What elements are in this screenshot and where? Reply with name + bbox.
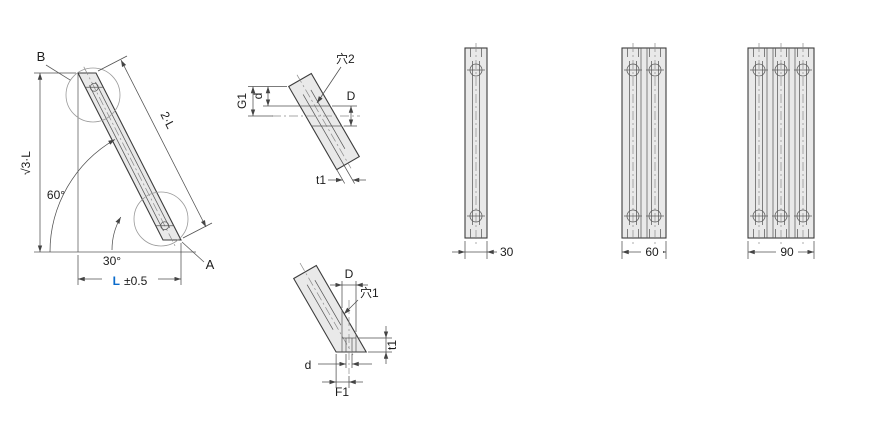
detail-view-top: G1 d D 穴2 t1 (235, 51, 366, 187)
angle-30-label: 30° (103, 254, 121, 268)
dim-d-bottom: d (305, 354, 372, 372)
leader-a (181, 241, 205, 263)
hole2-callout: 穴2 (316, 51, 355, 104)
strip-60-body (621, 47, 667, 239)
dim-f1: F1 (322, 354, 363, 399)
label-a: A (206, 257, 215, 272)
side-view-60: 60 (621, 42, 667, 259)
dim-2l-label: 2·L (157, 109, 177, 131)
angle-60-label: 60° (47, 188, 65, 202)
hole1-label: 穴1 (360, 285, 379, 300)
dim-d-top-label: d (251, 93, 265, 100)
hole2-label: 穴2 (336, 51, 355, 66)
detail-view-bottom: D 穴1 t1 d F1 (292, 262, 399, 399)
dim-sqrt3l: √3·L (19, 72, 76, 252)
dim-t1-bottom-label: t1 (385, 340, 399, 350)
dim-hole2-dia-label: D (347, 89, 356, 103)
dim-t1-top-label: t1 (316, 173, 326, 187)
detail-circle-b (65, 67, 121, 123)
detail-bottom-axis (299, 262, 354, 356)
leader-b (45, 64, 71, 81)
dim-f1-label: F1 (335, 385, 349, 399)
hole1-callout: 穴1 (343, 285, 379, 315)
dim-width-60: 60 (621, 241, 667, 259)
dim-t1-bottom: t1 (358, 326, 399, 364)
dim-l: L ±0.5 (77, 243, 182, 288)
dim-d-top: d (251, 86, 300, 107)
dim-hole2-dia: D (332, 89, 357, 127)
dim-width-90-label: 90 (780, 245, 794, 259)
dim-sqrt3l-label: √3·L (19, 151, 33, 175)
dim-g1: G1 (235, 86, 287, 117)
dim-g1-label: G1 (235, 93, 249, 109)
dim-width-60-label: 60 (645, 245, 659, 259)
side-view-30: 30 (452, 42, 514, 259)
main-view: B A 2·L √3·L 60° 30° (19, 49, 215, 288)
angle-60: 60° (47, 139, 116, 253)
bar-body (77, 72, 182, 241)
dim-d-bottom-label: d (305, 358, 312, 372)
dim-l-label: L (113, 274, 120, 288)
dim-width-30-label: 30 (500, 245, 514, 259)
detail-top-axis (296, 74, 352, 169)
angle-30: 30° (103, 216, 121, 268)
side-view-90: 90 (747, 42, 815, 259)
dim-width-90: 90 (747, 241, 815, 259)
dim-t1-top: t1 (316, 153, 366, 187)
detail-bottom-body (292, 264, 368, 353)
label-b: B (37, 49, 46, 64)
dim-hole1-dia: D (330, 267, 368, 332)
dim-l-tolerance: ±0.5 (124, 274, 148, 288)
dim-hole1-dia-label: D (345, 267, 354, 281)
dim-width-30: 30 (452, 241, 514, 259)
